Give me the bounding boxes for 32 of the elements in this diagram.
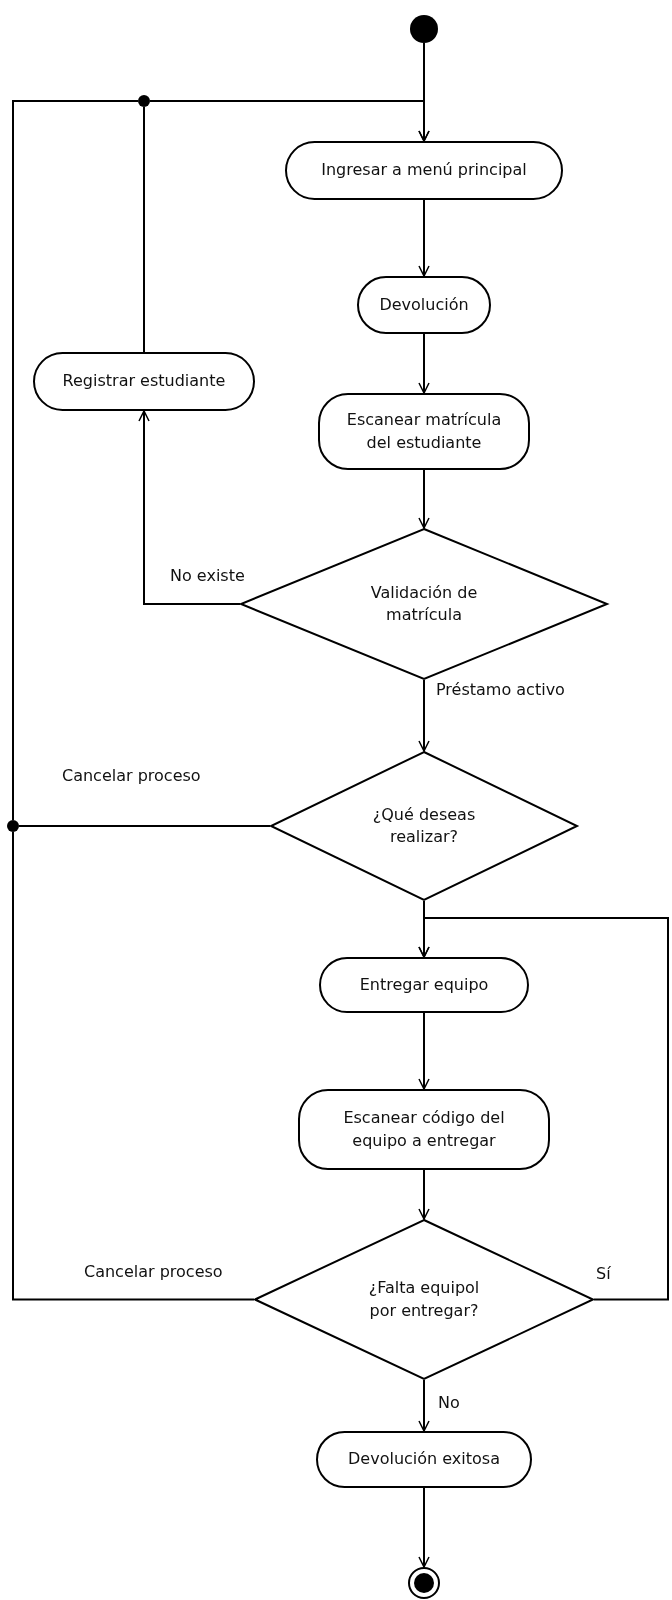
arrow bbox=[418, 1487, 430, 1568]
activity-box bbox=[319, 957, 529, 1013]
arrow bbox=[418, 1169, 430, 1220]
arrow bbox=[149, 100, 430, 142]
arrow bbox=[418, 333, 430, 394]
activity-box bbox=[357, 276, 491, 334]
arrow bbox=[418, 1379, 430, 1432]
connector-line bbox=[12, 831, 255, 1301]
edge-label: Cancelar proceso bbox=[60, 766, 203, 785]
node-text: ¿Qué deseas realizar? bbox=[371, 803, 477, 848]
node-text: ¿Falta equipol por entregar? bbox=[367, 1277, 481, 1322]
arrow bbox=[418, 679, 430, 752]
arrow bbox=[418, 199, 430, 277]
connector-line bbox=[18, 825, 271, 827]
node-text: Escanear matrícula del estudiante bbox=[345, 409, 503, 454]
arrow bbox=[418, 917, 669, 1301]
arrow bbox=[138, 410, 241, 605]
node-text: Ingresar a menú principal bbox=[321, 159, 527, 182]
node-text: Devolución exitosa bbox=[348, 1448, 500, 1471]
arrow bbox=[418, 469, 430, 529]
node-text: Devolución bbox=[379, 293, 469, 316]
activity-box bbox=[298, 1089, 550, 1170]
node-text: Validación de matrícula bbox=[369, 581, 479, 626]
node-text: Registrar estudiante bbox=[62, 370, 226, 393]
node-text: Escanear código del equipo a entregar bbox=[342, 1107, 506, 1152]
edge-label: Cancelar proceso bbox=[82, 1262, 225, 1281]
arrow bbox=[418, 1012, 430, 1090]
connector-line bbox=[12, 100, 139, 821]
connector-line bbox=[143, 106, 145, 353]
activity-box bbox=[316, 1431, 532, 1488]
activity-box bbox=[318, 393, 530, 470]
node-text: Entregar equipo bbox=[359, 973, 489, 996]
